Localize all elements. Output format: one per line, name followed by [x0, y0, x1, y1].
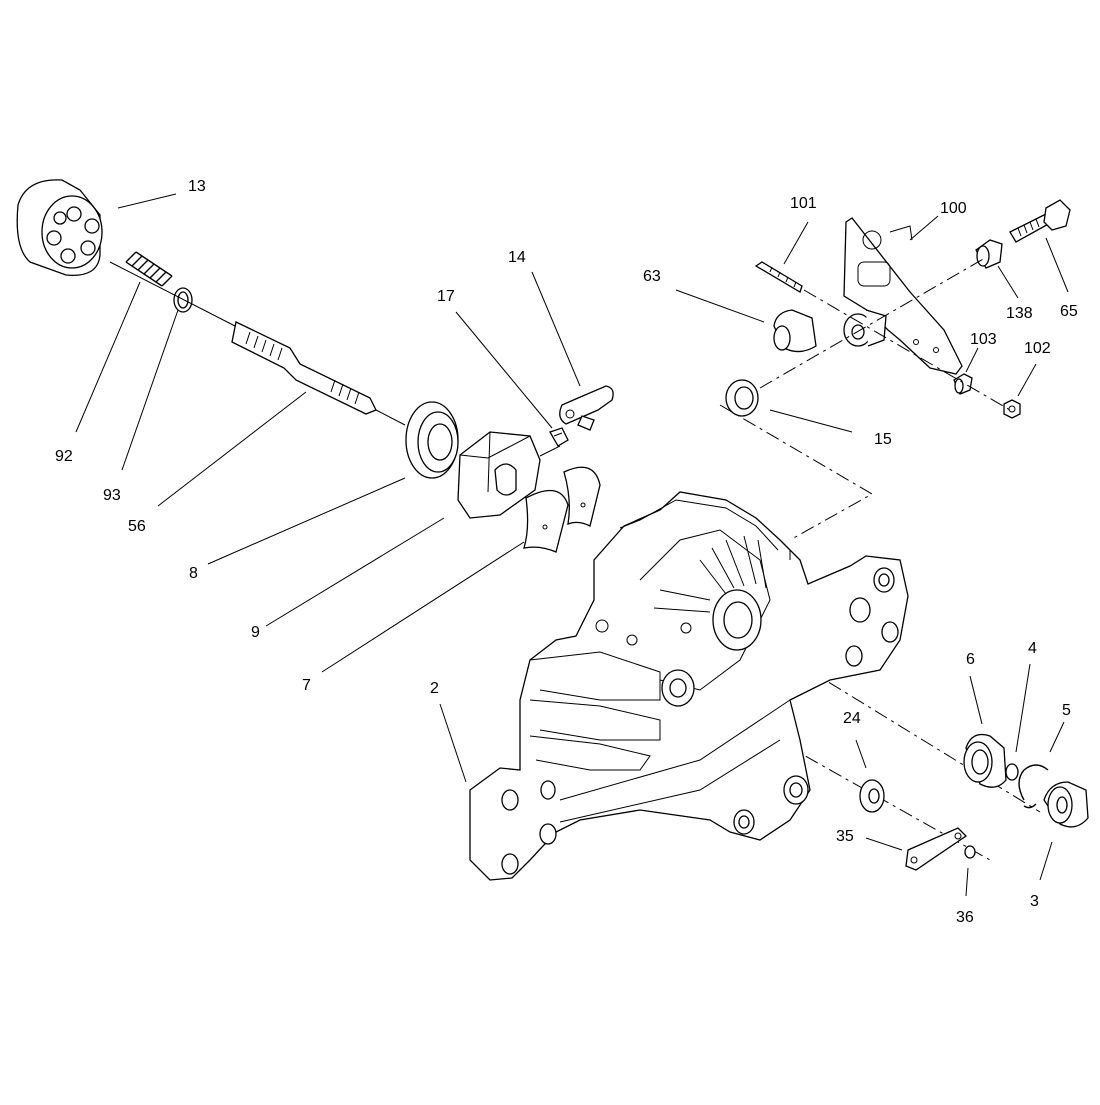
callout-24: 24	[843, 710, 861, 727]
part-13-cylinder-block	[16, 179, 103, 276]
part-92-spring	[125, 251, 173, 287]
bracket-hub	[843, 309, 887, 347]
part-5-retaining-ring	[1018, 764, 1049, 809]
callout-93: 93	[103, 487, 121, 504]
part-4-snap-ring	[1005, 763, 1019, 781]
part-103-spacer	[953, 373, 973, 395]
callout-15: 15	[874, 431, 892, 448]
callout-9: 9	[251, 624, 260, 641]
leader-lines	[75, 193, 1069, 897]
part-6-bearing	[963, 733, 1007, 788]
callout-103: 103	[970, 331, 997, 348]
callout-102: 102	[1024, 340, 1051, 357]
callout-5: 5	[1062, 702, 1071, 719]
part-9-swashplate	[457, 431, 561, 519]
callout-101: 101	[790, 195, 817, 212]
callout-100: 100	[940, 200, 967, 217]
callout-13: 13	[188, 178, 206, 195]
callout-92: 92	[55, 448, 73, 465]
part-2-housing	[469, 491, 909, 881]
part-63-spacer	[773, 309, 817, 353]
part-102-nut	[1003, 399, 1021, 419]
callout-14: 14	[508, 249, 526, 266]
callout-17: 17	[437, 288, 455, 305]
callout-63: 63	[643, 268, 661, 285]
part-138-bushing	[975, 239, 1003, 269]
callout-8: 8	[189, 565, 198, 582]
callout-6: 6	[966, 651, 975, 668]
part-3-seal	[1043, 781, 1089, 828]
part-7-thrust-bearings	[523, 466, 601, 553]
callout-35: 35	[836, 828, 854, 845]
part-65-bolt	[1009, 199, 1071, 243]
callout-138: 138	[1006, 305, 1033, 322]
part-35-link	[905, 827, 968, 871]
part-36-clip	[964, 845, 976, 859]
callout-4: 4	[1028, 640, 1037, 657]
part-100-bracket	[843, 217, 963, 375]
part-93-washer	[173, 287, 193, 313]
callout-65: 65	[1060, 303, 1078, 320]
part-101-bolt	[754, 261, 803, 293]
callout-3: 3	[1030, 893, 1039, 910]
part-8-bearing	[405, 401, 459, 479]
callout-2: 2	[430, 680, 439, 697]
part-15-seal	[725, 379, 759, 417]
part-56-shaft	[109, 261, 406, 426]
callout-7: 7	[302, 677, 311, 694]
callout-36: 36	[956, 909, 974, 926]
part-24-washer	[859, 779, 885, 813]
callout-56: 56	[128, 518, 146, 535]
callout-labels: 13 92 93 56 17 14 8 9 7 2 101 100 63 138…	[55, 178, 1078, 926]
part-17-slider-block	[549, 427, 569, 447]
part-14-trunnion-arm	[559, 385, 614, 431]
